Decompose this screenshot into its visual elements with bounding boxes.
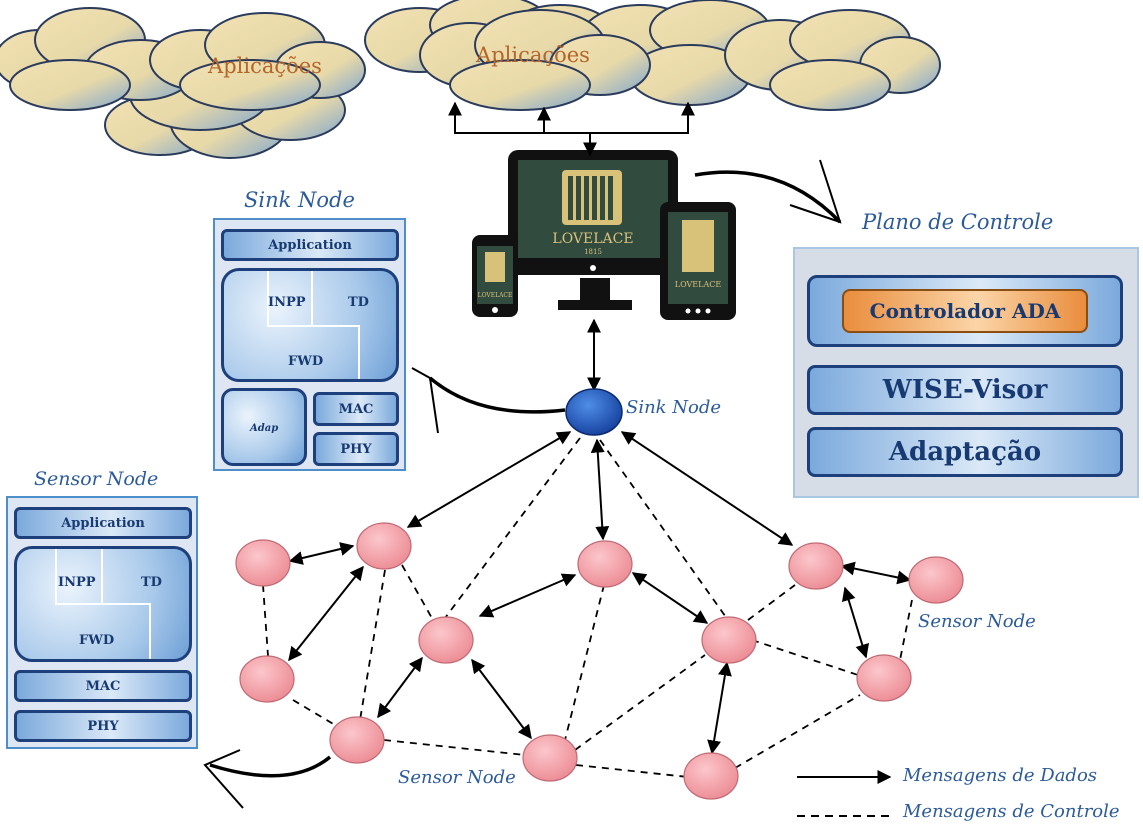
cloud-label-center: Aplicações [475,43,590,67]
cloud-front-left [149,12,366,111]
sensor-mac-layer[interactable]: MAC [14,670,192,702]
sensor-node[interactable] [239,655,295,703]
sensor-node[interactable] [329,716,385,764]
sensor-node[interactable] [235,539,291,587]
sensor-stack-title: Sensor Node [34,468,159,490]
sensor-application-layer[interactable]: Application [14,507,192,539]
tablet-icon: LOVELACE [660,202,736,320]
sink-devices-illustration: LOVELACE 1815 LOVELACE LOVELACE [472,150,736,320]
sink-node[interactable] [565,388,623,436]
legend-data-label: Mensagens de Dados [903,765,1098,786]
sensor-node-label-bottom: Sensor Node [398,767,516,788]
legend-control-label: Mensagens de Controle [903,801,1120,822]
sensor-node[interactable] [701,616,757,664]
sensor-node[interactable] [908,556,964,604]
sink-phy-label: PHY [340,441,372,457]
tablet-brand: LOVELACE [675,280,722,289]
sink-stack-title: Sink Node [244,188,355,212]
sensor-node[interactable] [856,654,912,702]
sensor-node[interactable] [356,522,412,570]
phone-brand: LOVELACE [478,292,513,299]
sensor-fwd-label: FWD [79,633,115,648]
sink-application-layer[interactable]: Application [221,229,399,261]
cloud-front-center [419,9,651,111]
control-plane-panel: Controlador ADA WISE-Visor Adaptação [793,247,1139,498]
sink-phy-layer[interactable]: PHY [313,432,399,466]
cloud-label-left: Aplicações [207,54,322,78]
sink-fwd-label: FWD [288,354,324,369]
sensor-node-label-right: Sensor Node [918,611,1036,632]
adaptation-label: Adaptação [888,437,1042,467]
cloud-far-right [724,9,941,111]
sink-routing-dividers [267,271,360,379]
sensor-node-stack: Application INPP TD FWD MAC PHY [6,496,198,749]
monitor-brand: LOVELACE [552,231,633,247]
sink-mac-layer[interactable]: MAC [313,392,399,426]
curved-pointers [209,170,842,778]
sensor-routing-block[interactable]: INPP TD FWD [14,546,192,662]
monitor-year: 1815 [584,248,602,256]
sink-adap-label: Adap [250,423,279,434]
sensor-node[interactable] [418,616,474,664]
sink-application-label: Application [268,237,352,253]
monitor-icon: LOVELACE 1815 [508,150,678,310]
control-links [262,437,913,778]
sensor-node[interactable] [788,542,844,590]
applications-cloud-bank: Aplicações Aplicações [0,0,941,159]
sink-mac-label: MAC [338,401,374,417]
controller-button[interactable]: Controlador ADA [842,289,1088,333]
sink-adap-block[interactable]: Adap [221,388,307,466]
adaptation-layer[interactable]: Adaptação [807,427,1123,477]
sensor-mac-label: MAC [85,678,121,694]
sensor-node[interactable] [683,752,739,800]
sensor-phy-label: PHY [87,718,119,734]
sensor-node[interactable] [522,734,578,782]
sensor-routing-dividers [55,549,151,659]
sensor-td-label: TD [141,575,162,590]
visor-label: WISE-Visor [882,375,1048,405]
sink-routing-block[interactable]: INPP TD FWD [221,268,399,382]
sensor-node[interactable] [577,540,633,588]
sensor-inpp-label: INPP [58,575,96,590]
sink-node-label: Sink Node [626,397,722,418]
visor-layer[interactable]: WISE-Visor [807,365,1123,415]
sink-inpp-label: INPP [268,295,306,310]
sensor-application-label: Application [61,515,145,531]
data-links [288,431,912,755]
phone-icon: LOVELACE [472,235,518,317]
controller-label: Controlador ADA [869,299,1061,323]
sink-node-stack: Application INPP TD FWD Adap MAC PHY [213,218,406,471]
pointer-heads [203,159,842,809]
control-plane-title: Plano de Controle [862,210,1054,234]
cloud-connector [448,101,695,157]
sensor-phy-layer[interactable]: PHY [14,710,192,742]
controller-layer[interactable]: Controlador ADA [807,275,1123,347]
cloud-left [0,7,196,111]
sink-td-label: TD [348,295,369,310]
